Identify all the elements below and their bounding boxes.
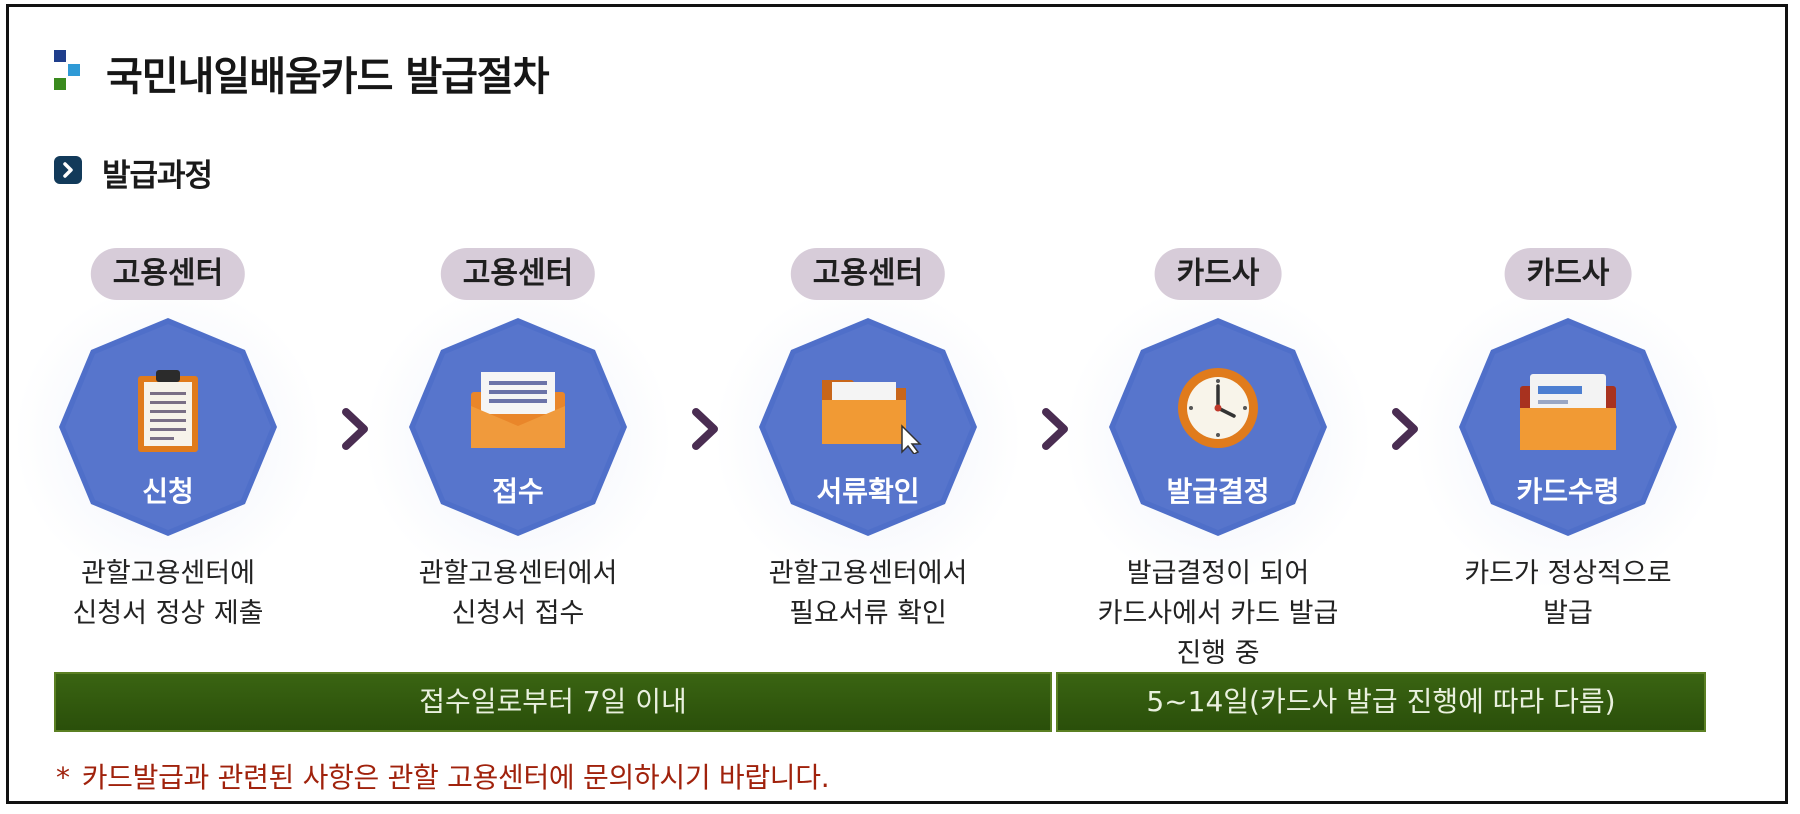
process-step-document-check: 고용센터 서류확인 관할고용센터에서 필요서류 확인 — [718, 0, 1018, 680]
step-org-badge: 고용센터 — [440, 248, 596, 300]
step-org-badge: 고용센터 — [790, 248, 946, 300]
step-org-badge: 카드사 — [1504, 248, 1632, 300]
step-org-badge: 카드사 — [1154, 248, 1282, 300]
step-label: 서류확인 — [816, 475, 920, 508]
chevron-right-box-icon — [54, 156, 82, 184]
step-description: 관할고용센터에 신청서 정상 제출 — [72, 558, 264, 629]
period-bar-card-company: 5~14일(카드사 발급 진행에 따라 다름) — [1056, 672, 1706, 732]
chevron-right-icon — [342, 408, 368, 450]
step-description: 발급결정이 되어 카드사에서 카드 발급 진행 중 — [1097, 558, 1339, 669]
step-description: 관할고용센터에서 신청서 접수 — [418, 558, 618, 629]
chevron-right-icon — [692, 408, 718, 450]
title-bullet-icon — [54, 50, 80, 90]
step-description: 카드가 정상적으로 발급 — [1464, 558, 1672, 629]
step-description: 관할고용센터에서 필요서류 확인 — [768, 558, 968, 629]
folder-cursor-icon — [822, 380, 922, 454]
card-wallet-icon — [1520, 374, 1616, 450]
section-title: 발급과정 — [102, 158, 213, 194]
step-label: 카드수령 — [1516, 475, 1620, 508]
footnote: * 카드발급과 관련된 사항은 관할 고용센터에 문의하시기 바랍니다. — [56, 756, 830, 796]
footnote-text: 카드발급과 관련된 사항은 관할 고용센터에 문의하시기 바랍니다. — [81, 761, 830, 794]
clock-icon — [1178, 368, 1258, 448]
step-label: 신청 — [142, 475, 194, 508]
chevron-right-icon — [1042, 408, 1068, 450]
step-label: 접수 — [492, 475, 544, 508]
process-step-card-receipt: 카드사 카드수령 카드가 정상적으로 발급 — [1418, 0, 1718, 680]
chevron-right-icon — [1392, 408, 1418, 450]
process-step-issue-decision: 카드사 발급결정 발급결정이 되어 카드사에서 카드 발급 진행 중 — [1068, 0, 1368, 680]
page-title: 국민내일배움카드 발급절차 — [106, 54, 550, 100]
asterisk: * — [56, 761, 70, 794]
process-step-apply: 고용센터 신청 관할고용센터에 신청서 정상 제출 — [18, 0, 318, 680]
step-org-badge: 고용센터 — [90, 248, 246, 300]
envelope-icon — [471, 372, 565, 448]
process-step-receipt: 고용센터 접수 관할고용센터에서 신청서 접수 — [368, 0, 668, 680]
clipboard-icon — [138, 370, 198, 452]
step-label: 발급결정 — [1166, 475, 1270, 508]
period-bar-center: 접수일로부터 7일 이내 — [54, 672, 1052, 732]
